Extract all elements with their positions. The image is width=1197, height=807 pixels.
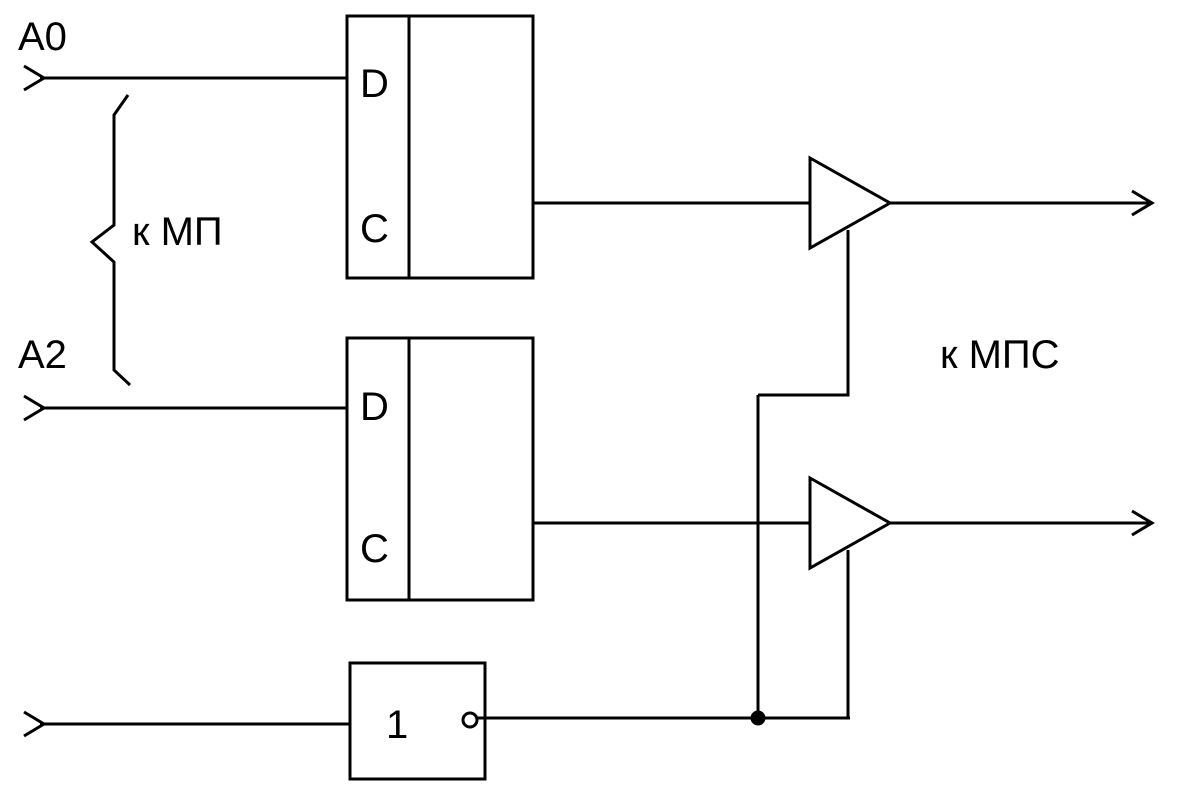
buffer-top: [808, 155, 894, 251]
latch-top-c-pin: C: [360, 207, 389, 251]
inverter-symbol: 1: [386, 703, 408, 747]
input-a0-label: A0: [18, 15, 67, 59]
inverter-bubble: [461, 711, 479, 729]
to-mps-label: к МПС: [940, 333, 1060, 377]
output-bottom-arrow: [1131, 509, 1155, 537]
bus-brace: [89, 94, 132, 387]
latch-top: D C: [345, 14, 535, 280]
to-mp-label: к МП: [132, 210, 223, 254]
inverter-gate: 1: [348, 661, 487, 781]
buffer-bottom: [808, 475, 894, 571]
wire-enable-top-buffer: [758, 230, 850, 397]
input-a2-label: A2: [18, 333, 67, 377]
latch-bottom: D C: [345, 336, 535, 602]
output-top-arrow: [1131, 189, 1155, 217]
latch-top-d-pin: D: [360, 62, 389, 106]
latch-bottom-c-pin: C: [360, 527, 389, 571]
junction-dot: [750, 710, 766, 726]
latch-bottom-d-pin: D: [360, 385, 389, 429]
